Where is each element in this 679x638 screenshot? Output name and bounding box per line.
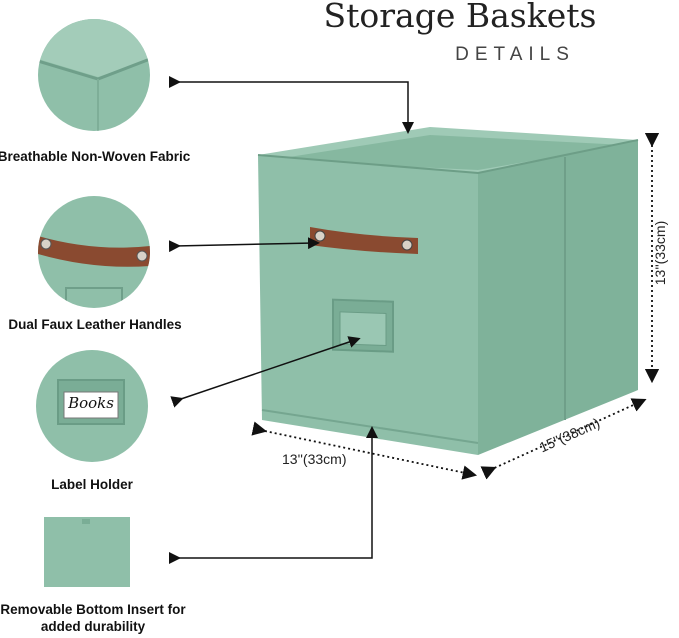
feature-label-label-holder: Label Holder bbox=[51, 477, 133, 492]
leather-handle-icon bbox=[38, 196, 150, 308]
feature-label-handles: Dual Faux Leather Handles bbox=[8, 317, 182, 332]
page-title: Storage Baskets bbox=[323, 0, 597, 35]
page-subtitle: DETAILS bbox=[455, 44, 575, 65]
feature-label-fabric: Breathable Non-Woven Fabric bbox=[0, 149, 191, 164]
fabric-closeup-icon bbox=[38, 19, 150, 131]
feature-label-bottom-insert: Removable Bottom Insert for added durabi… bbox=[0, 602, 186, 634]
label-holder-icon: Books bbox=[36, 350, 148, 462]
dimension-width: 13''(33cm) bbox=[282, 451, 347, 467]
label-tag-text: Books bbox=[68, 394, 114, 412]
dimension-height: 13''(33cm) bbox=[652, 220, 669, 286]
